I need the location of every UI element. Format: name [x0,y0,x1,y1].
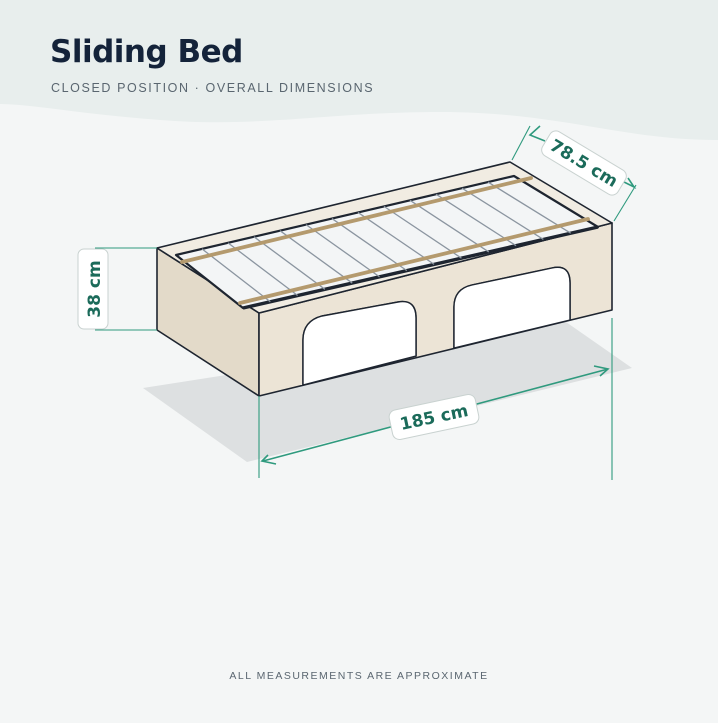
height-dimension: 38 cm [77,247,157,331]
depth-label-box [541,130,627,196]
spring-grid [201,181,572,303]
spring-line [383,205,462,259]
page-subtitle: CLOSED POSITION · OVERALL DIMENSIONS [51,81,375,95]
length-arrowhead [260,454,277,465]
spring-line [435,193,517,247]
spring-line [253,236,326,290]
floor-shadow [143,322,632,462]
length-dimension: 185 cm [258,318,613,480]
wooden-slat [180,176,533,264]
platform-edge [242,225,599,310]
length-label-box [388,393,480,441]
header-band [0,0,718,140]
spring-line [227,242,299,297]
height-label-box [77,248,109,330]
spring-line [331,218,408,272]
depth-extension-line [511,125,531,161]
height-label: 38 cm [85,260,105,317]
depth-extension-line [613,184,637,222]
spring-line [201,248,271,303]
page-title: Sliding Bed [50,34,243,70]
depth-arrowhead [621,177,637,190]
wooden-slats [180,176,590,305]
spring-line [461,187,544,241]
front-opening-right [453,266,571,349]
spring-line [357,211,435,265]
front-opening-left [302,300,417,386]
wooden-slat [238,217,590,305]
depth-arrowhead [528,125,546,142]
measurement-note: ALL MEASUREMENTS ARE APPROXIMATE [229,670,489,682]
spring-line [305,224,380,278]
spring-line [409,199,490,253]
spring-line [279,230,353,284]
length-arrowhead [593,365,610,377]
